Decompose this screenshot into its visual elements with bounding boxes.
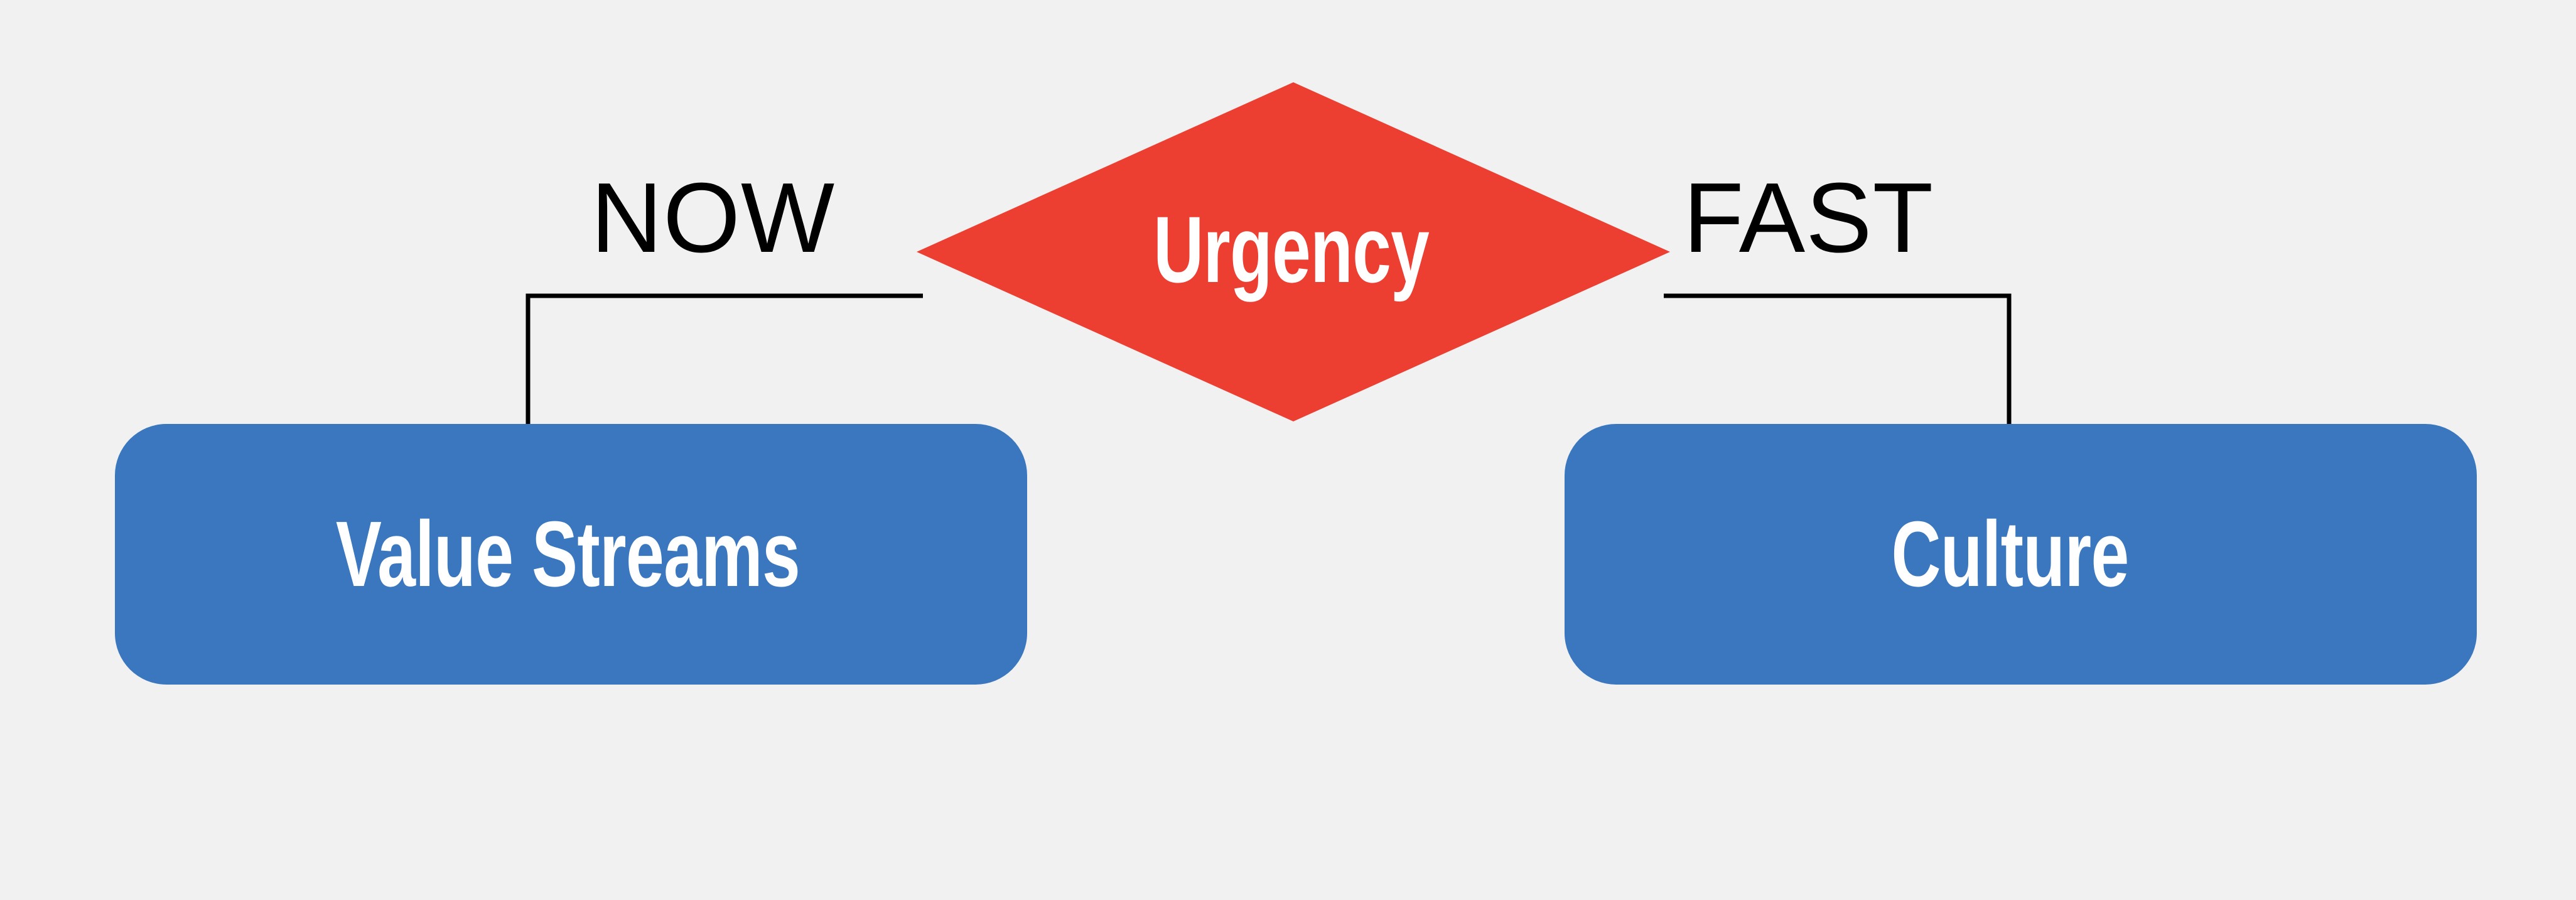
edge-now-connector[interactable]: [525, 293, 923, 433]
node-value-streams[interactable]: Value Streams: [115, 424, 1027, 685]
edge-label-now: NOW: [591, 163, 836, 273]
node-culture[interactable]: Culture: [1565, 424, 2477, 685]
node-urgency[interactable]: Urgency: [917, 82, 1670, 421]
node-urgency-label: Urgency: [1153, 197, 1430, 302]
node-value-streams-label: Value Streams: [335, 502, 800, 606]
node-culture-label: Culture: [1891, 502, 2129, 606]
edge-fast-connector[interactable]: [1664, 293, 2012, 433]
edge-label-fast: FAST: [1683, 163, 1934, 273]
